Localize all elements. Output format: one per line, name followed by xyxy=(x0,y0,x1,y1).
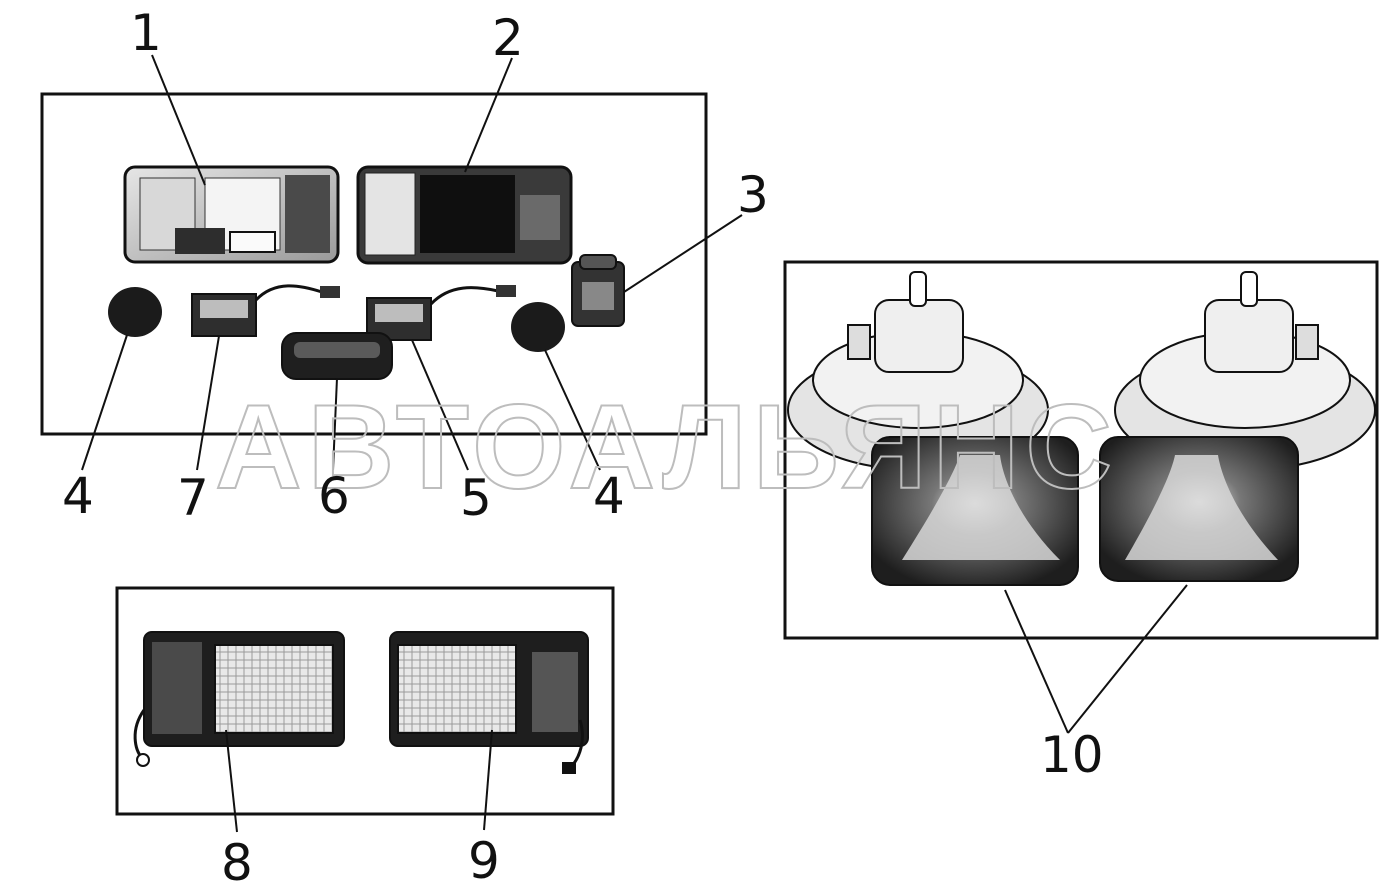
callout-9: 9 xyxy=(468,832,500,890)
repeater-lamp xyxy=(571,254,625,327)
watermark: АВТОАЛЬЯНС xyxy=(215,380,1118,514)
side-marker-left xyxy=(108,287,162,337)
plate-lamp-left xyxy=(191,284,340,337)
side-marker-right xyxy=(511,302,565,352)
work-lamp-left xyxy=(133,631,345,767)
horn-left xyxy=(787,271,1079,586)
leader-lines xyxy=(81,54,1188,833)
callout-numbers: 1 2 3 4 7 6 5 4 8 9 10 xyxy=(62,4,1104,892)
callout-7: 7 xyxy=(177,469,209,527)
callout-2: 2 xyxy=(492,9,524,67)
callout-1: 1 xyxy=(130,4,162,62)
work-lamps-panel xyxy=(115,586,615,816)
headlamp-left xyxy=(123,165,340,264)
plate-lamp-right xyxy=(366,285,516,341)
interior-lamp xyxy=(281,332,393,380)
callout-4-right: 4 xyxy=(593,467,625,525)
callout-3: 3 xyxy=(737,166,769,224)
callout-6: 6 xyxy=(318,467,350,525)
horns-panel xyxy=(783,260,1379,640)
lamps-panel xyxy=(40,92,708,436)
callout-4-left: 4 xyxy=(62,467,94,525)
horn-right xyxy=(1099,271,1376,582)
headlamp-right xyxy=(356,165,573,265)
callout-8: 8 xyxy=(221,834,253,892)
callout-10: 10 xyxy=(1040,726,1104,784)
callout-5: 5 xyxy=(460,469,492,527)
work-lamp-right xyxy=(389,631,589,774)
